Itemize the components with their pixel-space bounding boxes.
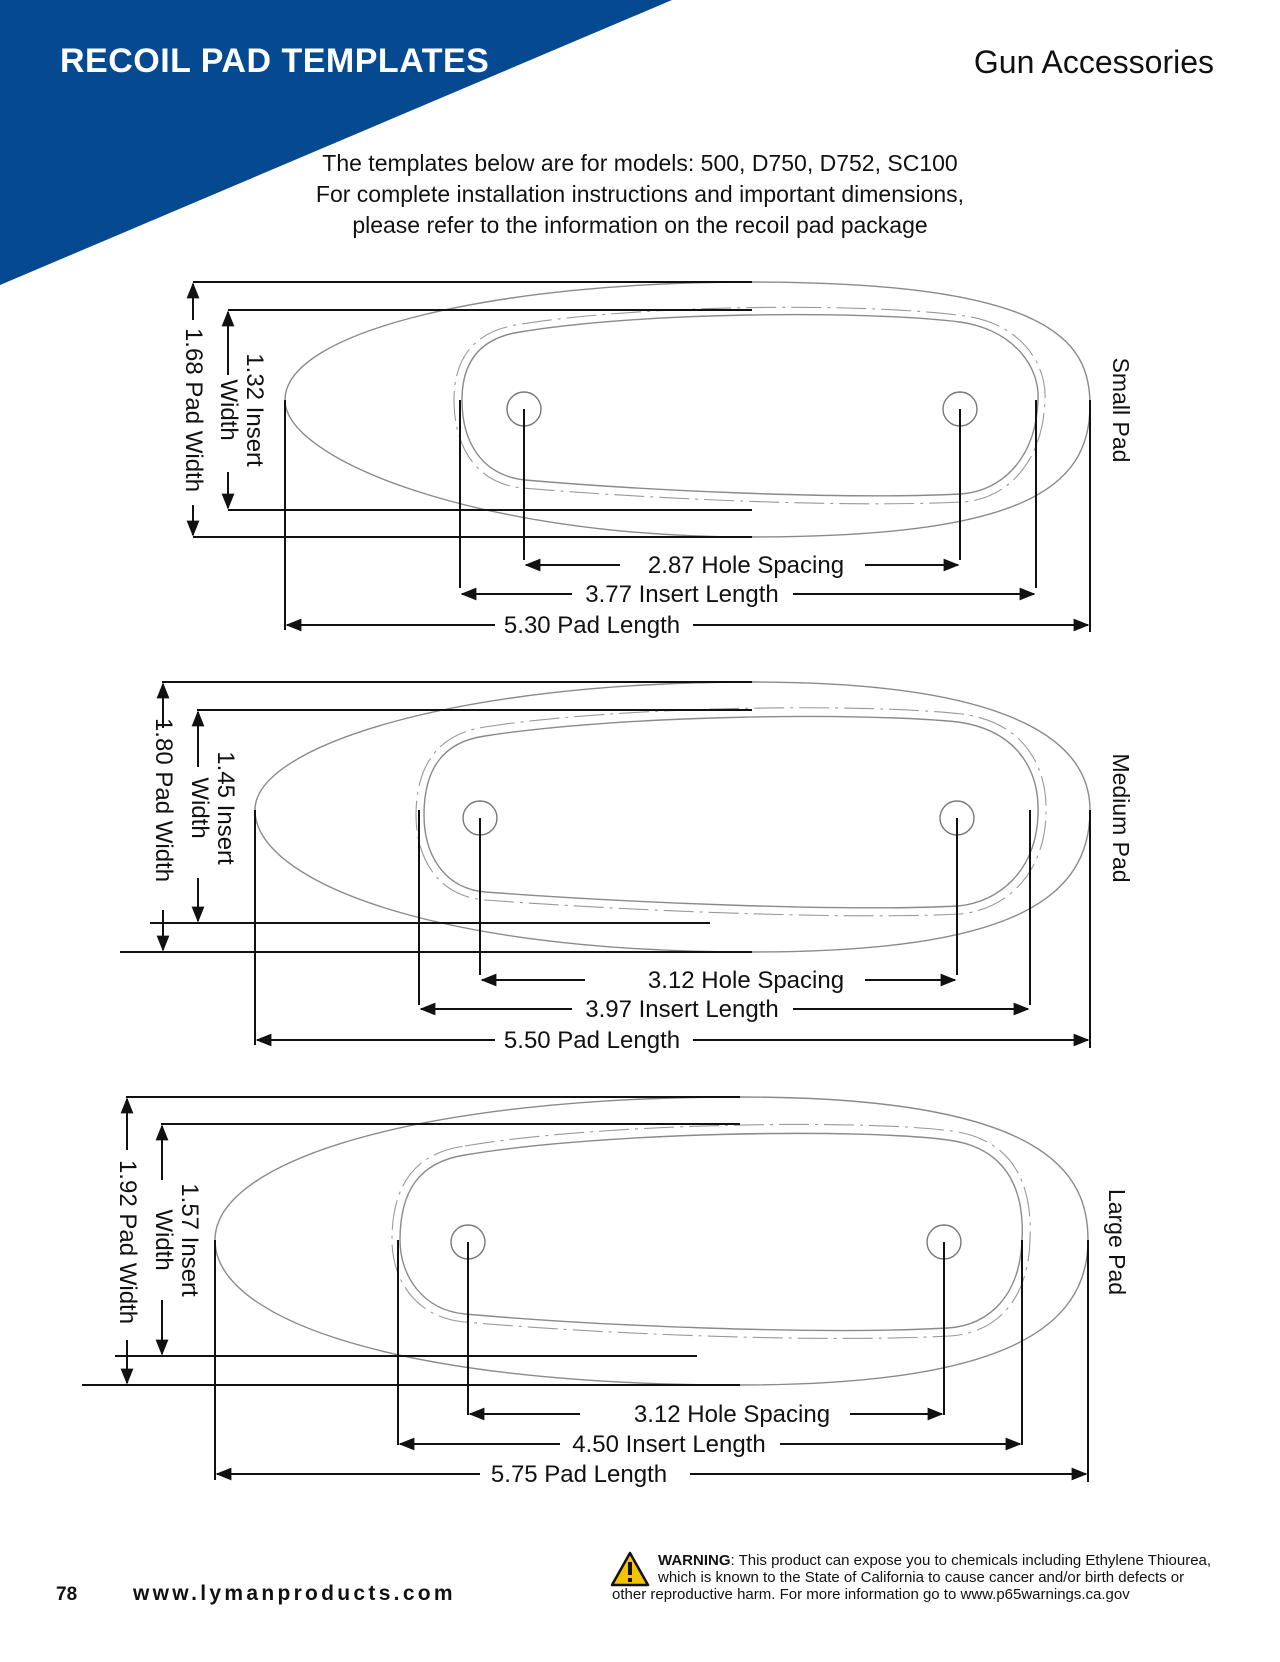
large-insert-outline xyxy=(399,1132,1023,1332)
medium-pad-template: 1.80 Pad Width 1.45 Insert Width 3.12 Ho… xyxy=(120,681,1134,1054)
warning-line-3: other reproductive harm. For more inform… xyxy=(612,1586,1130,1603)
website-url[interactable]: www.lymanproducts.com xyxy=(133,1582,456,1605)
header-banner-shape xyxy=(0,0,672,285)
large-pad-width-label: 1.92 Pad Width xyxy=(114,1160,141,1324)
small-pad-outline xyxy=(284,281,1091,538)
large-hole-spacing-label: 3.12 Hole Spacing xyxy=(634,1401,830,1428)
warning-line-2: which is known to the State of Californi… xyxy=(658,1569,1185,1586)
small-insert-length-label: 3.77 Insert Length xyxy=(585,581,778,608)
section-label: Gun Accessories xyxy=(973,44,1214,80)
warning-line-1: : This product can expose you to chemica… xyxy=(730,1552,1212,1569)
warning-label: WARNING xyxy=(658,1552,731,1569)
small-insert-width-label-2: Width xyxy=(215,379,242,440)
medium-pad-length-label: 5.50 Pad Length xyxy=(504,1027,680,1054)
small-hole-spacing-label: 2.87 Hole Spacing xyxy=(648,552,844,579)
medium-insert-length-label: 3.97 Insert Length xyxy=(585,996,778,1023)
small-insert-width-label-1: 1.32 Insert xyxy=(241,353,268,467)
medium-insert-outline xyxy=(423,715,1039,909)
intro-line-2: For complete installation instructions a… xyxy=(315,181,965,207)
small-insert-dashed-outline xyxy=(453,306,1046,505)
warning-triangle-icon xyxy=(610,1551,650,1587)
intro-text: The templates below are for models: 500,… xyxy=(240,148,1040,241)
prop65-warning: WARNING: This product can expose you to … xyxy=(612,1552,1222,1603)
large-insert-width-label-1: 1.57 Insert xyxy=(176,1183,203,1297)
small-pad-width-label: 1.68 Pad Width xyxy=(180,328,207,492)
large-pad-name: Large Pad xyxy=(1104,1189,1130,1295)
large-insert-length-label: 4.50 Insert Length xyxy=(572,1431,765,1458)
small-pad-template: 1.68 Pad Width 1.32 Insert Width 2.87 Ho… xyxy=(180,281,1134,639)
header-banner xyxy=(0,0,672,285)
medium-pad-name: Medium Pad xyxy=(1108,753,1134,882)
small-insert-outline xyxy=(461,313,1039,497)
medium-hole-spacing-label: 3.12 Hole Spacing xyxy=(648,967,844,994)
page-number: 78 xyxy=(56,1584,78,1605)
large-insert-width-label-2: Width xyxy=(150,1209,177,1270)
page-title: RECOIL PAD TEMPLATES xyxy=(60,42,490,80)
small-pad-length-label: 5.30 Pad Length xyxy=(504,612,680,639)
large-pad-template: 1.92 Pad Width 1.57 Insert Width 3.12 Ho… xyxy=(82,1096,1130,1488)
medium-pad-outline xyxy=(254,681,1091,953)
medium-insert-dashed-outline xyxy=(415,707,1047,917)
medium-insert-width-label-1: 1.45 Insert xyxy=(212,751,239,865)
intro-line-3: please refer to the information on the r… xyxy=(352,212,928,238)
large-insert-dashed-outline xyxy=(391,1123,1031,1339)
small-pad-name: Small Pad xyxy=(1108,358,1134,463)
intro-line-1: The templates below are for models: 500,… xyxy=(322,150,958,176)
medium-pad-width-label: 1.80 Pad Width xyxy=(150,718,177,882)
large-pad-length-label: 5.75 Pad Length xyxy=(491,1461,667,1488)
large-pad-outline xyxy=(214,1096,1089,1386)
medium-insert-width-label-2: Width xyxy=(186,777,213,838)
